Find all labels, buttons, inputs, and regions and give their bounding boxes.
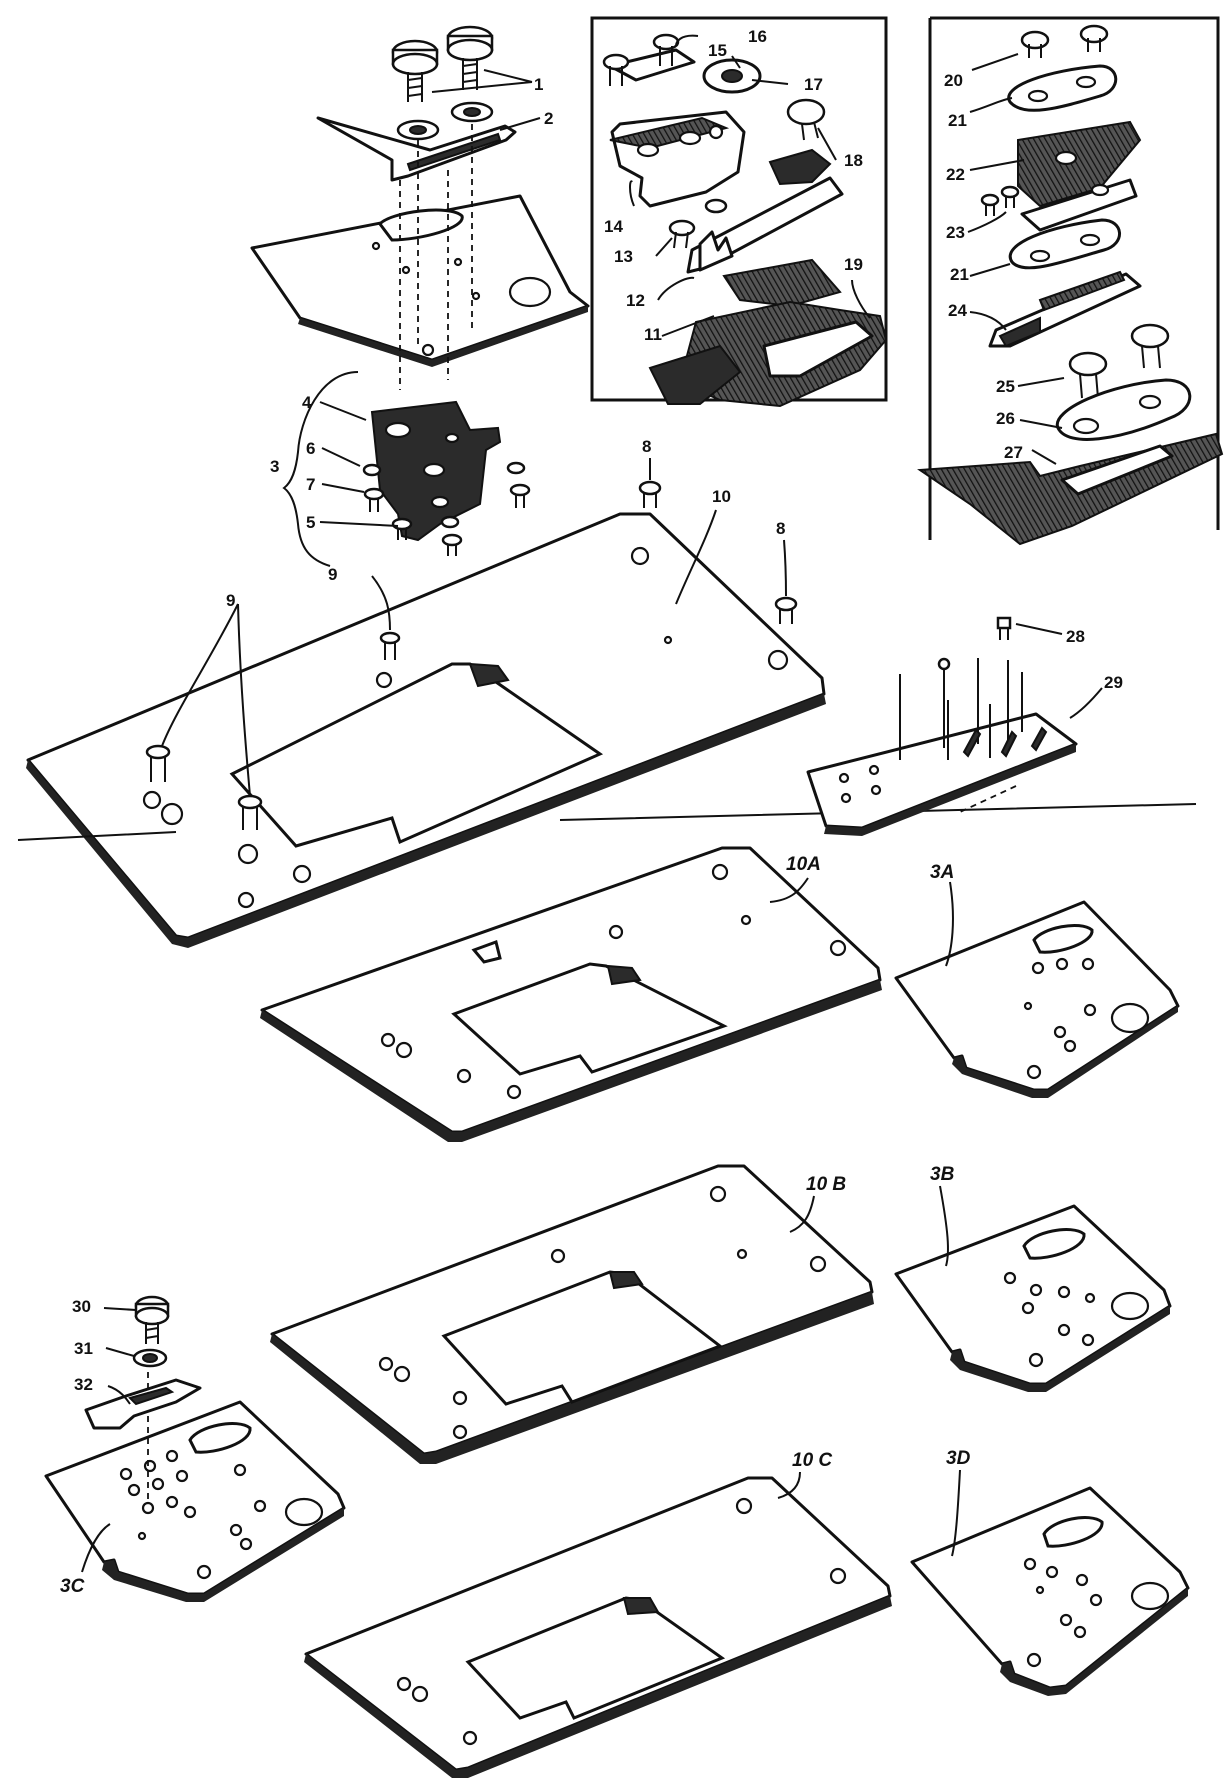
label-10C: 10 C — [792, 1450, 832, 1471]
label-21b: 21 — [950, 265, 969, 284]
thumb-screws-1 — [391, 25, 494, 102]
label-15: 15 — [708, 41, 727, 60]
label-26: 26 — [996, 409, 1015, 428]
label-7: 7 — [306, 475, 315, 494]
thread-guide-29 — [806, 616, 1078, 836]
attachment-30-32 — [84, 1295, 202, 1430]
label-8a: 8 — [642, 437, 651, 456]
washers — [396, 101, 494, 141]
label-24: 24 — [948, 301, 967, 320]
label-3: 3 — [270, 457, 279, 476]
label-16: 16 — [748, 27, 767, 46]
label-31: 31 — [74, 1339, 93, 1358]
label-25: 25 — [996, 377, 1015, 396]
label-4: 4 — [302, 393, 312, 412]
slide-plate-3C — [44, 1372, 346, 1602]
label-3C: 3C — [60, 1576, 85, 1597]
label-3D: 3D — [946, 1448, 971, 1469]
washers-6 — [362, 461, 526, 529]
attachment-box-b — [928, 16, 1220, 540]
label-10B: 10 B — [806, 1174, 846, 1195]
label-29: 29 — [1104, 673, 1123, 692]
label-10A: 10A — [786, 854, 821, 875]
slide-plate-3A — [894, 900, 1180, 1098]
screws-8-9 — [145, 480, 798, 830]
slide-plate-guide-2 — [316, 116, 517, 182]
label-5: 5 — [306, 513, 315, 532]
attachment-a-parts — [602, 33, 888, 408]
label-8b: 8 — [776, 519, 785, 538]
attachment-b-parts — [917, 24, 1224, 546]
label-32: 32 — [74, 1375, 93, 1394]
label-9a: 9 — [226, 591, 235, 610]
label-6: 6 — [306, 439, 315, 458]
label-28: 28 — [1066, 627, 1085, 646]
label-11: 11 — [644, 325, 662, 344]
leader-lines — [81, 34, 1103, 1573]
bed-plate-10B — [270, 1164, 874, 1464]
label-3A: 3A — [930, 862, 954, 883]
label-17: 17 — [804, 75, 823, 94]
label-22: 22 — [946, 165, 965, 184]
label-13: 13 — [614, 247, 633, 266]
bed-plate-10A — [260, 846, 882, 1142]
dashed-alignment-lines — [399, 124, 473, 390]
label-3B: 3B — [930, 1164, 955, 1185]
slide-plate-3 — [250, 194, 590, 367]
label-20: 20 — [944, 71, 963, 90]
label-21a: 21 — [948, 111, 967, 130]
label-27: 27 — [1004, 443, 1023, 462]
slide-plate-3D — [910, 1486, 1190, 1696]
label-12: 12 — [626, 291, 645, 310]
feed-cover-plate-4 — [370, 400, 502, 542]
label-19: 19 — [844, 255, 863, 274]
label-2: 2 — [544, 109, 553, 128]
bracket-3 — [282, 371, 359, 567]
bed-plate-10C — [304, 1476, 892, 1778]
label-18: 18 — [844, 151, 863, 170]
label-9b: 9 — [328, 565, 337, 584]
label-1: 1 — [534, 75, 543, 94]
label-14: 14 — [604, 217, 623, 236]
label-10: 10 — [712, 487, 731, 506]
bed-plate-10 — [26, 512, 826, 948]
label-23: 23 — [946, 223, 965, 242]
label-30: 30 — [72, 1297, 91, 1316]
slide-plate-3B — [894, 1204, 1172, 1392]
callout-labels: 1 2 3 4 5 6 7 8 8 9 9 10 11 12 13 14 15 … — [60, 27, 1123, 1597]
